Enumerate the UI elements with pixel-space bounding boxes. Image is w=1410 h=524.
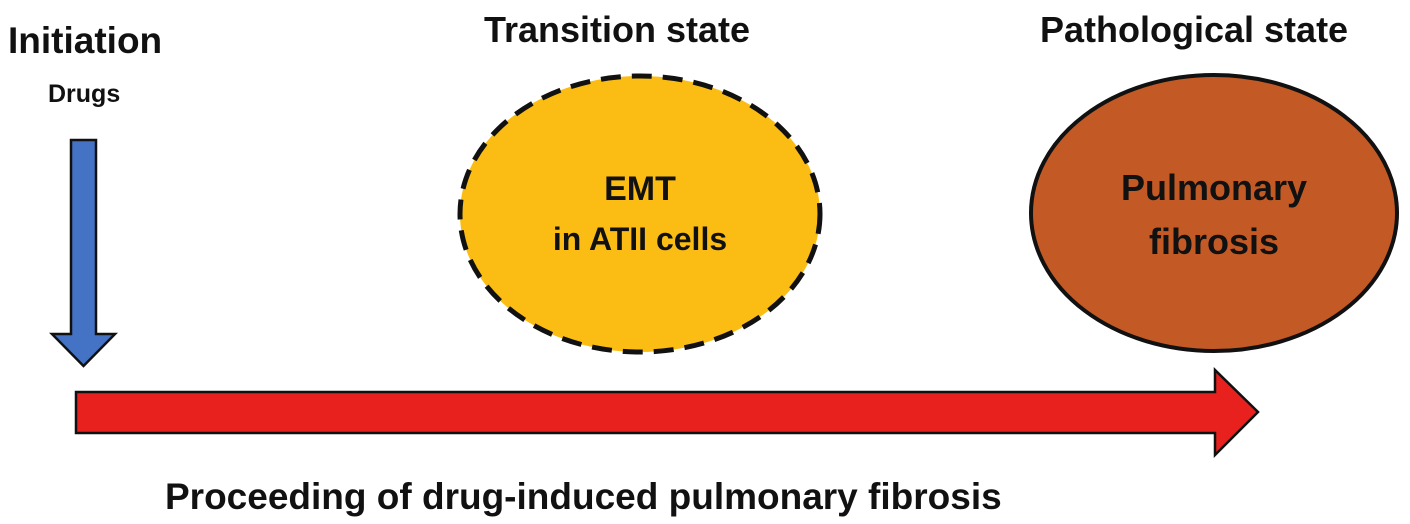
fibrosis-label-line2: fibrosis [1149, 221, 1279, 262]
timeline-arrow [74, 367, 1260, 459]
fibrosis-label-line1: Pulmonary [1121, 167, 1307, 208]
fibrosis-ellipse [1029, 73, 1399, 353]
drugs-label: Drugs [48, 80, 121, 108]
drug-arrow [49, 138, 118, 368]
emt-transition-ellipse [457, 73, 823, 355]
transition-state-heading: Transition state [484, 9, 751, 50]
emt-sublabel: in ATII cells [553, 221, 727, 257]
initiation-heading: Initiation [8, 20, 163, 61]
diagram-caption: Proceeding of drug-induced pulmonary fib… [165, 476, 1002, 517]
pathological-state-heading: Pathological state [1040, 9, 1349, 50]
emt-label: EMT [604, 170, 676, 208]
